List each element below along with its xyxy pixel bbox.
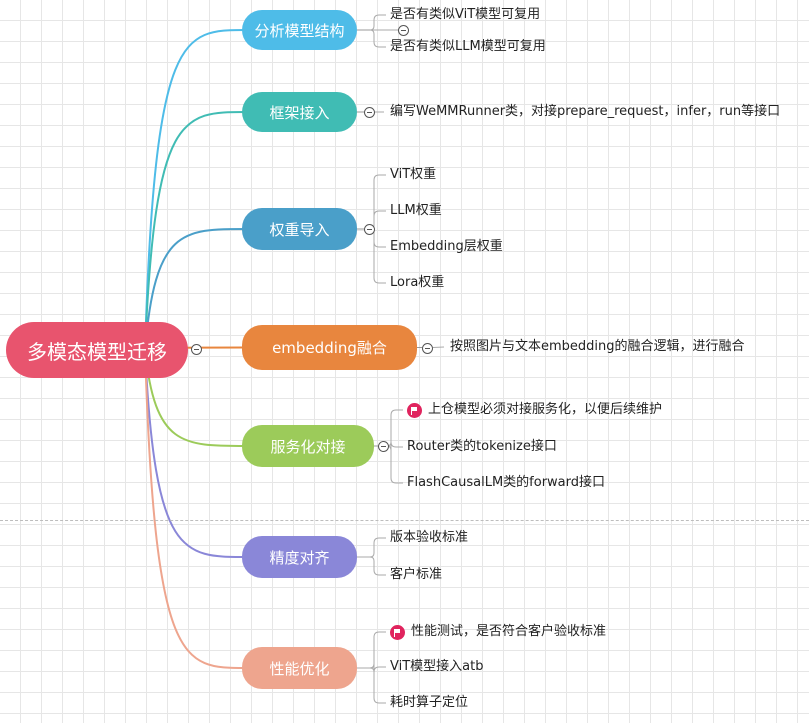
leaf-topic[interactable]: 性能测试，是否符合客户验收标准 bbox=[390, 623, 606, 641]
leaf-text: LLM权重 bbox=[390, 203, 442, 218]
branch-link bbox=[144, 111, 247, 351]
branch-topic[interactable]: embedding融合 bbox=[242, 325, 417, 370]
leaf-text: 上仓模型必须对接服务化，以便后续维护 bbox=[428, 402, 663, 417]
leaf-text: 编写WeMMRunner类，对接prepare_request，infer，ru… bbox=[390, 104, 781, 119]
leaf-connector bbox=[357, 556, 386, 576]
leaf-topic[interactable]: Router类的tokenize接口 bbox=[407, 438, 557, 456]
leaf-text: Lora权重 bbox=[390, 275, 445, 290]
branch-topic[interactable]: 权重导入 bbox=[242, 208, 357, 250]
branch-collapse-toggle[interactable] bbox=[378, 441, 389, 452]
branch-link bbox=[144, 29, 247, 351]
leaf-text: 是否有类似LLM模型可复用 bbox=[390, 39, 546, 54]
leaf-topic[interactable]: 是否有类似ViT模型可复用 bbox=[390, 6, 540, 24]
leaf-text: FlashCausalLM类的forward接口 bbox=[407, 475, 606, 490]
branch-topic[interactable]: 性能优化 bbox=[242, 647, 357, 689]
leaf-connector bbox=[369, 228, 386, 284]
leaf-text: Router类的tokenize接口 bbox=[407, 439, 557, 454]
leaf-topic[interactable]: 耗时算子定位 bbox=[390, 694, 468, 712]
leaf-topic[interactable]: LLM权重 bbox=[390, 202, 442, 220]
branch-topic[interactable]: 精度对齐 bbox=[242, 536, 357, 578]
branch-collapse-toggle[interactable] bbox=[422, 342, 433, 354]
branch-link bbox=[144, 228, 247, 351]
leaf-topic[interactable]: Lora权重 bbox=[390, 274, 444, 292]
leaf-text: 耗时算子定位 bbox=[390, 695, 469, 710]
priority-flag-icon bbox=[407, 402, 422, 418]
leaf-connector bbox=[386, 409, 403, 447]
leaf-topic[interactable]: 上仓模型必须对接服务化，以便后续维护 bbox=[407, 401, 662, 419]
leaf-topic[interactable]: 按照图片与文本embedding的融合逻辑，进行融合 bbox=[450, 338, 745, 356]
root-collapse-toggle[interactable] bbox=[191, 344, 202, 355]
leaf-text: 版本验收标准 bbox=[390, 530, 469, 545]
branch-link bbox=[144, 349, 247, 669]
leaf-topic[interactable]: Embedding层权重 bbox=[390, 238, 503, 256]
leaf-text: 性能测试，是否符合客户验收标准 bbox=[411, 624, 607, 639]
branch-topic[interactable]: 分析模型结构 bbox=[242, 10, 357, 50]
leaf-text: 客户标准 bbox=[390, 567, 443, 582]
root-topic[interactable]: 多模态模型迁移 bbox=[6, 322, 188, 378]
branch-link bbox=[144, 349, 247, 558]
branch-collapse-toggle[interactable] bbox=[364, 224, 375, 235]
leaf-connector bbox=[357, 667, 386, 704]
leaf-text: Embedding层权重 bbox=[390, 239, 503, 254]
leaf-topic[interactable]: FlashCausalLM类的forward接口 bbox=[407, 474, 605, 492]
leaf-topic[interactable]: 是否有类似LLM模型可复用 bbox=[390, 38, 546, 56]
leaf-topic[interactable]: 客户标准 bbox=[390, 566, 442, 584]
leaf-text: 是否有类似ViT模型可复用 bbox=[390, 7, 541, 22]
leaf-text: ViT模型接入atb bbox=[390, 659, 484, 674]
leaf-topic[interactable]: 编写WeMMRunner类，对接prepare_request，infer，ru… bbox=[390, 103, 780, 121]
priority-flag-icon bbox=[390, 624, 405, 640]
branch-collapse-toggle[interactable] bbox=[398, 25, 409, 36]
branch-topic[interactable]: 服务化对接 bbox=[242, 425, 374, 467]
leaf-connector bbox=[357, 537, 386, 558]
page-break-divider bbox=[0, 520, 809, 521]
branch-topic[interactable]: 框架接入 bbox=[242, 92, 357, 132]
leaf-connector bbox=[369, 29, 409, 48]
leaf-connector bbox=[386, 445, 403, 484]
leaf-topic[interactable]: ViT模型接入atb bbox=[390, 658, 483, 676]
leaf-connector bbox=[432, 346, 445, 348]
branch-link bbox=[144, 349, 247, 447]
leaf-connector bbox=[357, 631, 386, 669]
leaf-connector bbox=[369, 174, 386, 230]
leaf-topic[interactable]: ViT权重 bbox=[390, 166, 436, 184]
leaf-text: 按照图片与文本embedding的融合逻辑，进行融合 bbox=[450, 339, 745, 354]
branch-collapse-toggle[interactable] bbox=[364, 107, 375, 118]
leaf-text: ViT权重 bbox=[390, 167, 437, 182]
leaf-topic[interactable]: 版本验收标准 bbox=[390, 529, 468, 547]
